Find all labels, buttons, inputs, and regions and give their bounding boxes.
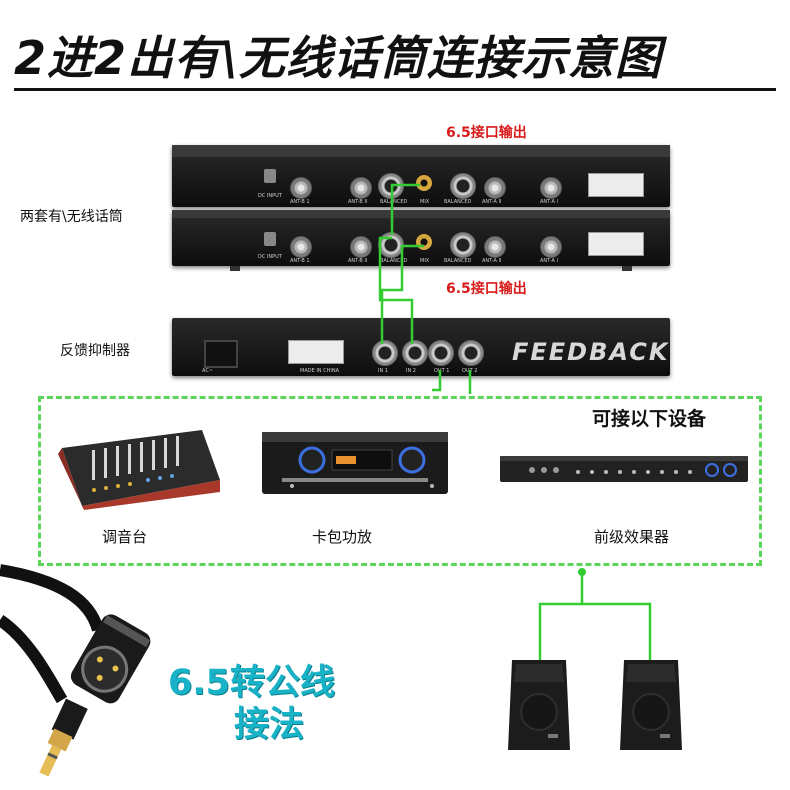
antenna-port-icon (290, 177, 312, 199)
dc-jack-icon (264, 169, 276, 183)
wire-speaker-right (582, 602, 652, 660)
balanced-text: BALANCED (380, 258, 408, 264)
xlr-port-icon (450, 232, 476, 258)
connectable-devices-label: 可接以下设备 (592, 408, 707, 430)
ant-b2-text: ANT-B II (348, 258, 368, 264)
wire-to-in1 (380, 244, 424, 344)
ant-b2-text: ANT-B II (348, 199, 368, 205)
antenna-port-icon (350, 177, 372, 199)
mixer-icon (58, 430, 220, 510)
wire-out1 (432, 370, 442, 392)
dc-input-text: DC INPUT (258, 193, 282, 199)
antenna-port-icon (350, 236, 372, 258)
dc-input-text: DC INPUT (258, 254, 282, 260)
amplifier-label: 卡包功放 (312, 528, 373, 546)
promo-line-2: 接法 (234, 705, 305, 745)
promo-line-1: 6.5转公线 (168, 663, 336, 703)
ant-b1-text: ANT-B 1 (290, 199, 310, 205)
receiver-unit-2: DC INPUT ANT-B 1 ANT-B II BALANCED MIX B… (172, 210, 670, 266)
balanced-text: BALANCED (444, 258, 472, 264)
antenna-port-icon (290, 236, 312, 258)
promo-text: 6.5转公线 接法 (168, 662, 388, 746)
antenna-port-icon (540, 236, 562, 258)
mic-sets-label: 两套有\无线话筒 (20, 209, 123, 225)
wire-to-in2 (378, 236, 414, 344)
in1-text: IN 1 (378, 368, 388, 374)
ant-a1-text: ANT-A I (540, 199, 558, 205)
in2-text: IN 2 (406, 368, 416, 374)
xlr-output-1-icon (428, 340, 454, 366)
connectable-devices-box (38, 396, 762, 566)
amplifier-icon (262, 432, 448, 494)
effector-label: 前级效果器 (594, 528, 670, 546)
output-label-top: 6.5接口输出 (446, 125, 527, 141)
effector-icon (500, 456, 748, 482)
warning-label-icon (288, 340, 344, 364)
made-in-text: MADE IN CHINA (300, 368, 340, 374)
antenna-port-icon (540, 177, 562, 199)
ant-a2-text: ANT-A II (482, 199, 502, 205)
balanced-text: BALANCED (380, 199, 408, 205)
mixer-label: 调音台 (102, 528, 148, 546)
power-socket-icon (204, 340, 238, 368)
xlr-input-1-icon (372, 340, 398, 366)
out1-text: OUT 1 (434, 368, 450, 374)
feedback-suppressor-unit: AC~ MADE IN CHINA IN 1 IN 2 OUT 1 OUT 2 … (172, 318, 670, 376)
mix-text: MIX (420, 258, 430, 264)
xlr-port-icon (450, 173, 476, 199)
title-underline (14, 88, 776, 91)
antenna-port-icon (484, 236, 506, 258)
xlr-output-2-icon (458, 340, 484, 366)
receiver-unit-1: DC INPUT ANT-B 1 ANT-B II BALANCED MIX B… (172, 145, 670, 207)
antenna-port-icon (484, 177, 506, 199)
xlr-input-2-icon (402, 340, 428, 366)
suppressor-label: 反馈抑制器 (60, 343, 130, 359)
balanced-text: BALANCED (444, 199, 472, 205)
xlr-to-6-5-cable-icon (0, 564, 151, 777)
ant-b1-text: ANT-B 1 (290, 258, 310, 264)
warning-label-icon (588, 232, 644, 256)
output-label-bottom: 6.5接口输出 (446, 281, 527, 297)
ac-text: AC~ (202, 368, 214, 374)
wire-rx1 (390, 183, 420, 206)
speaker-right-icon (620, 660, 682, 750)
wire-speaker-left (538, 572, 584, 660)
dc-jack-icon (264, 232, 276, 246)
warning-label-icon (588, 173, 644, 197)
jack-6-5-icon (416, 175, 432, 191)
speaker-left-icon (508, 660, 570, 750)
ant-a2-text: ANT-A II (482, 258, 502, 264)
mix-text: MIX (420, 199, 430, 205)
ant-a1-text: ANT-A I (540, 258, 558, 264)
feedback-brand-text: FEEDBACK (512, 338, 670, 366)
page-title: 2进2出有\无线话筒连接示意图 (14, 31, 662, 85)
